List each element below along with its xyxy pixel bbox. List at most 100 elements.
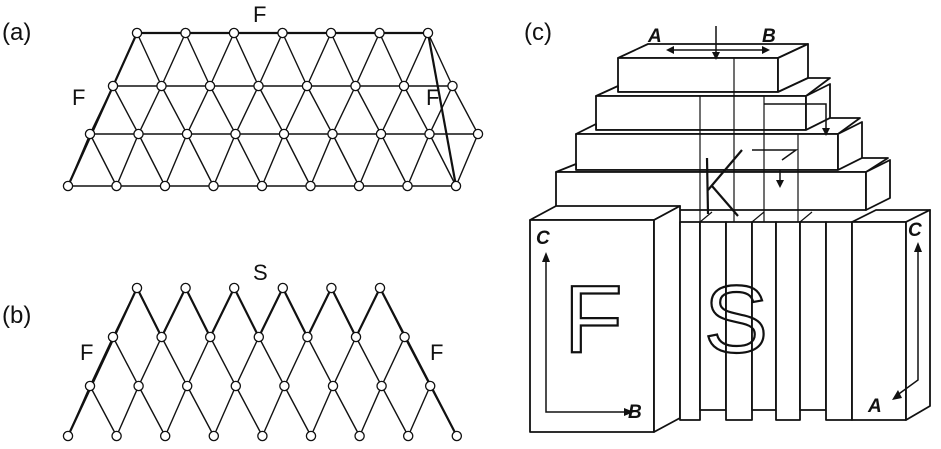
lattice-a-edge xyxy=(306,32,332,87)
lattice-b-node xyxy=(302,331,313,343)
lattice-a-left-border xyxy=(66,32,139,187)
lattice-b-node xyxy=(131,282,143,294)
lattice-a-edge xyxy=(380,133,409,187)
axis-label-left-b: B xyxy=(628,402,642,423)
lattice-a-node xyxy=(353,180,365,192)
lattice-b-edge xyxy=(380,385,409,437)
lattice-b-node xyxy=(376,380,387,392)
lattice-b-top-zigzag xyxy=(330,287,381,340)
left-face-axis xyxy=(545,256,630,413)
right-face-axis-down-head xyxy=(892,390,902,400)
lattice-b-node xyxy=(180,282,191,294)
lattice-a-edge xyxy=(136,32,163,87)
step-4-front xyxy=(555,171,867,211)
lattice-a-edge xyxy=(137,85,163,135)
panel-b-label: (b) xyxy=(2,302,31,329)
lattice-a-edge xyxy=(112,85,140,135)
top-arrow-vertical-head xyxy=(712,52,720,60)
lattice-a-edge xyxy=(261,133,285,187)
lattice-b-left-border xyxy=(67,287,138,437)
lattice-a-node xyxy=(305,180,316,192)
step-1-front xyxy=(617,57,779,93)
slab-1 xyxy=(679,221,701,421)
lattice-b-edge xyxy=(355,336,383,387)
panel-a-top-label: F xyxy=(253,2,266,27)
kink-k-arm-upper xyxy=(707,149,743,191)
slab-6 xyxy=(799,221,827,411)
lattice-a-node xyxy=(424,128,435,140)
lattice-b-edge xyxy=(332,336,357,387)
lattice-b-edge xyxy=(186,385,215,437)
lattice-b-edge xyxy=(258,336,286,387)
lattice-a-edge xyxy=(234,85,260,135)
axis-label-left-c: C xyxy=(536,228,550,249)
lattice-b-edge xyxy=(310,385,334,437)
lattice-a-edge xyxy=(428,133,457,187)
right-face-axis xyxy=(895,246,919,397)
lattice-a-node xyxy=(325,27,337,39)
lattice-a-node xyxy=(472,128,484,140)
panel-a-label: (a) xyxy=(2,19,31,46)
lattice-a-edge xyxy=(358,133,382,187)
lattice-b-node xyxy=(326,282,337,294)
lattice-a-edge xyxy=(331,133,360,187)
lattice-b-node xyxy=(159,430,171,442)
lattice-b-node xyxy=(354,430,365,442)
slab-7 xyxy=(825,221,853,421)
lattice-a-edge xyxy=(378,32,405,87)
lattice-b-node xyxy=(399,331,410,343)
lattice-a-node xyxy=(375,128,387,140)
lattice-a-edge xyxy=(164,133,188,187)
lattice-b-node xyxy=(84,380,96,392)
kink-k-arm-lower xyxy=(711,185,739,217)
lattice-a-right-border xyxy=(426,32,458,187)
lattice-a-edge xyxy=(427,32,454,87)
lattice-a-edge xyxy=(403,32,429,87)
panel-b-left-label: F xyxy=(80,340,93,365)
step-2-front xyxy=(595,95,807,131)
lattice-b-node xyxy=(305,430,317,442)
lattice-a-edge xyxy=(186,85,211,135)
face-letter-s: S xyxy=(704,266,768,373)
lattice-b-node xyxy=(204,331,216,343)
panel-b-top-label: S xyxy=(253,260,268,285)
lattice-a-node xyxy=(253,80,264,92)
lattice-a-node xyxy=(447,80,458,92)
lattice-a-edge xyxy=(209,85,237,135)
lattice-a-node xyxy=(301,80,313,92)
lattice-b-node xyxy=(230,380,242,392)
lattice-b-edge xyxy=(137,336,163,387)
lattice-b-node xyxy=(228,282,240,294)
lattice-b-edge xyxy=(112,336,140,387)
lattice-a-node xyxy=(84,128,96,140)
lattice-a-edge xyxy=(233,32,260,87)
lattice-a-edge xyxy=(354,32,381,87)
lattice-a-edge xyxy=(451,85,479,135)
lattice-b-edge xyxy=(164,385,188,437)
lattice-b-top-zigzag xyxy=(136,287,187,340)
base-left-side xyxy=(653,205,681,433)
lattice-b-top-zigzag xyxy=(281,287,333,340)
lattice-b-node xyxy=(156,331,167,343)
lattice-b-top-zigzag xyxy=(233,287,284,340)
lattice-b-edge xyxy=(213,385,237,437)
lattice-b-edge xyxy=(160,336,188,387)
lattice-b-edge xyxy=(235,336,260,387)
lattice-b-node xyxy=(402,430,414,442)
lattice-b-edge xyxy=(235,385,264,437)
triangular-lattice xyxy=(62,27,484,192)
lattice-a-node xyxy=(422,27,434,39)
lattice-a-edge xyxy=(257,32,284,87)
slab-depth-3 xyxy=(799,211,813,223)
top-arrow-right-head xyxy=(762,46,770,54)
right-face-axis-up-head xyxy=(914,242,922,252)
slab-3 xyxy=(725,221,753,421)
lattice-a-edge xyxy=(186,133,215,187)
axis-label-right-a: A xyxy=(867,396,882,417)
lattice-a-node xyxy=(230,128,241,140)
lattice-a-edge xyxy=(257,85,285,135)
lattice-a-node xyxy=(181,128,193,140)
stepped-crystal: K A B C B C A F S xyxy=(529,26,931,433)
terrace-arrow-2 xyxy=(752,149,799,161)
terrace-arrow-3-head xyxy=(776,180,784,188)
